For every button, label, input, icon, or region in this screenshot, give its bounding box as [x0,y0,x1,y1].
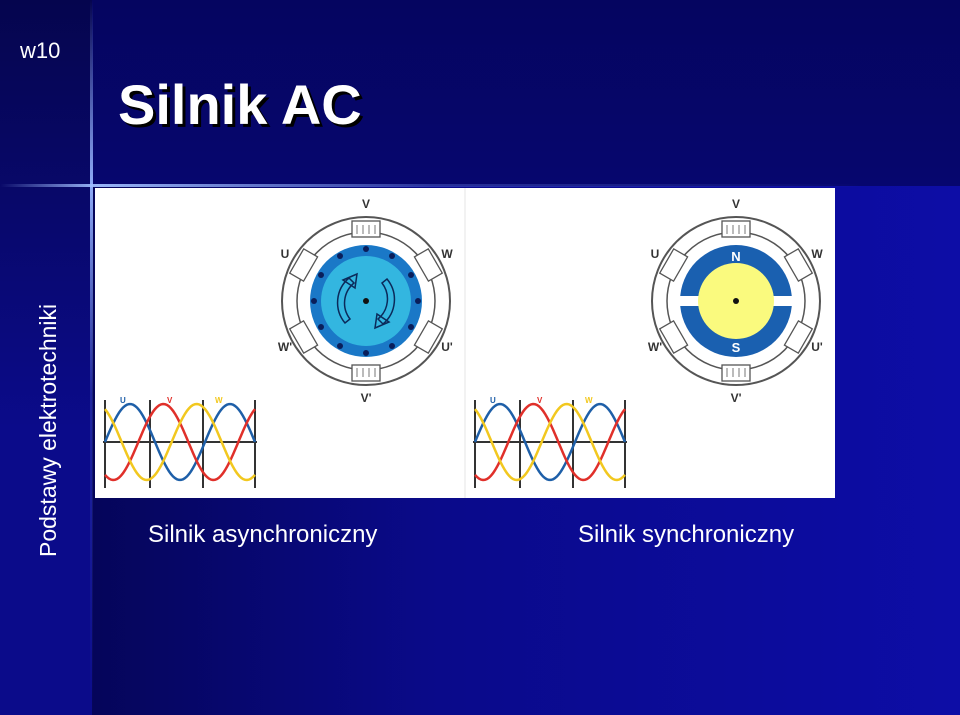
label-v: V [362,197,370,211]
sync-waveforms: U V W [473,396,627,488]
header-band [92,0,960,186]
async-coils [288,220,444,382]
coil-w-prime [288,319,319,355]
async-coil-windings [356,225,376,377]
pole-north: N [731,249,740,264]
label-w-prime: W' [278,340,292,354]
rotation-arrow-left [336,276,356,325]
wave-u [103,402,257,482]
slide-number: w10 [20,38,61,63]
coil-w [783,247,814,283]
wave-label-v: V [167,396,173,405]
coil-u-prime [413,319,444,355]
async-rotor-bars [311,246,421,356]
coil-u [288,247,319,283]
label-v-prime: V' [361,391,372,405]
coil-u-prime [783,319,814,355]
wave-label-u: U [490,396,496,405]
async-waveforms: U V W [103,396,257,488]
wave-u [473,402,627,482]
sync-coil-windings [726,225,746,377]
sync-coils [658,220,814,382]
wave-w [474,402,626,482]
label-v: V [732,197,740,211]
sync-motor-diagram: N S V U W W' U' V' U V W [473,197,823,488]
motor-diagrams: V U W W' U' V' U V W [95,188,835,498]
label-u-prime: U' [811,340,823,354]
sync-rotor-center [733,298,739,304]
label-v-prime: V' [731,391,742,405]
async-motor-diagram: V U W W' U' V' U V W [103,197,453,488]
coil-w-prime [658,319,689,355]
rotation-arrowhead-left [341,272,358,290]
wave-label-v: V [537,396,543,405]
label-u-prime: U' [441,340,453,354]
label-w-prime: W' [648,340,662,354]
caption-async: Silnik asynchroniczny [148,521,378,548]
label-u: U [651,247,660,261]
rotation-arrow-right [376,277,396,326]
label-w: W [811,247,823,261]
coil-v-prime [351,364,381,382]
async-rotor-center [363,298,369,304]
coil-v [351,220,381,238]
horizontal-accent-line [0,184,960,187]
course-label: Podstawy elektrotechniki [35,303,61,557]
rotation-arrowhead-right [374,312,391,330]
vertical-accent-line [90,0,93,715]
coil-u [658,247,689,283]
wave-w [104,402,256,482]
label-w: W [441,247,453,261]
coil-v-prime [721,364,751,382]
wave-label-u: U [120,396,126,405]
sidebar-band [0,0,92,715]
wave-label-w: W [585,396,593,405]
label-u: U [281,247,290,261]
slide-title: Silnik AC [118,73,362,136]
coil-v [721,220,751,238]
pole-south: S [732,340,741,355]
coil-w [413,247,444,283]
caption-sync: Silnik synchroniczny [578,521,795,548]
wave-label-w: W [215,396,223,405]
